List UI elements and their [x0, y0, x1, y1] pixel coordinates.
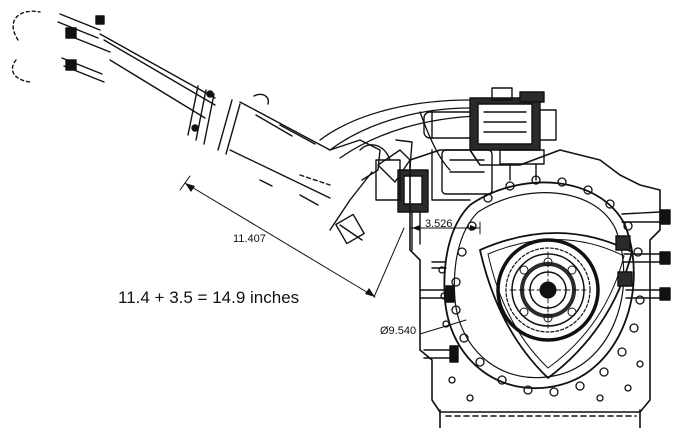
- mount-bracket: [375, 149, 493, 251]
- engine-housing: [409, 149, 661, 428]
- dimension-arrows: [185, 183, 478, 297]
- spark-plugs: [615, 209, 671, 301]
- dimension-lines: [179, 175, 481, 335]
- eccentric-gear: [496, 238, 600, 342]
- starter-motor: [423, 87, 557, 181]
- dimension-label-rotor-diameter: Ø9.540: [380, 325, 417, 337]
- housing-studs: [419, 261, 459, 363]
- dimension-label-11407: 11.407: [233, 233, 266, 245]
- housing-bolts: [438, 175, 645, 402]
- shaft-assembly: [11, 10, 413, 245]
- hose-routing: [319, 99, 479, 171]
- dimension-label-3526: 3.526: [425, 218, 453, 230]
- length-formula: 11.4 + 3.5 = 14.9 inches: [118, 288, 300, 307]
